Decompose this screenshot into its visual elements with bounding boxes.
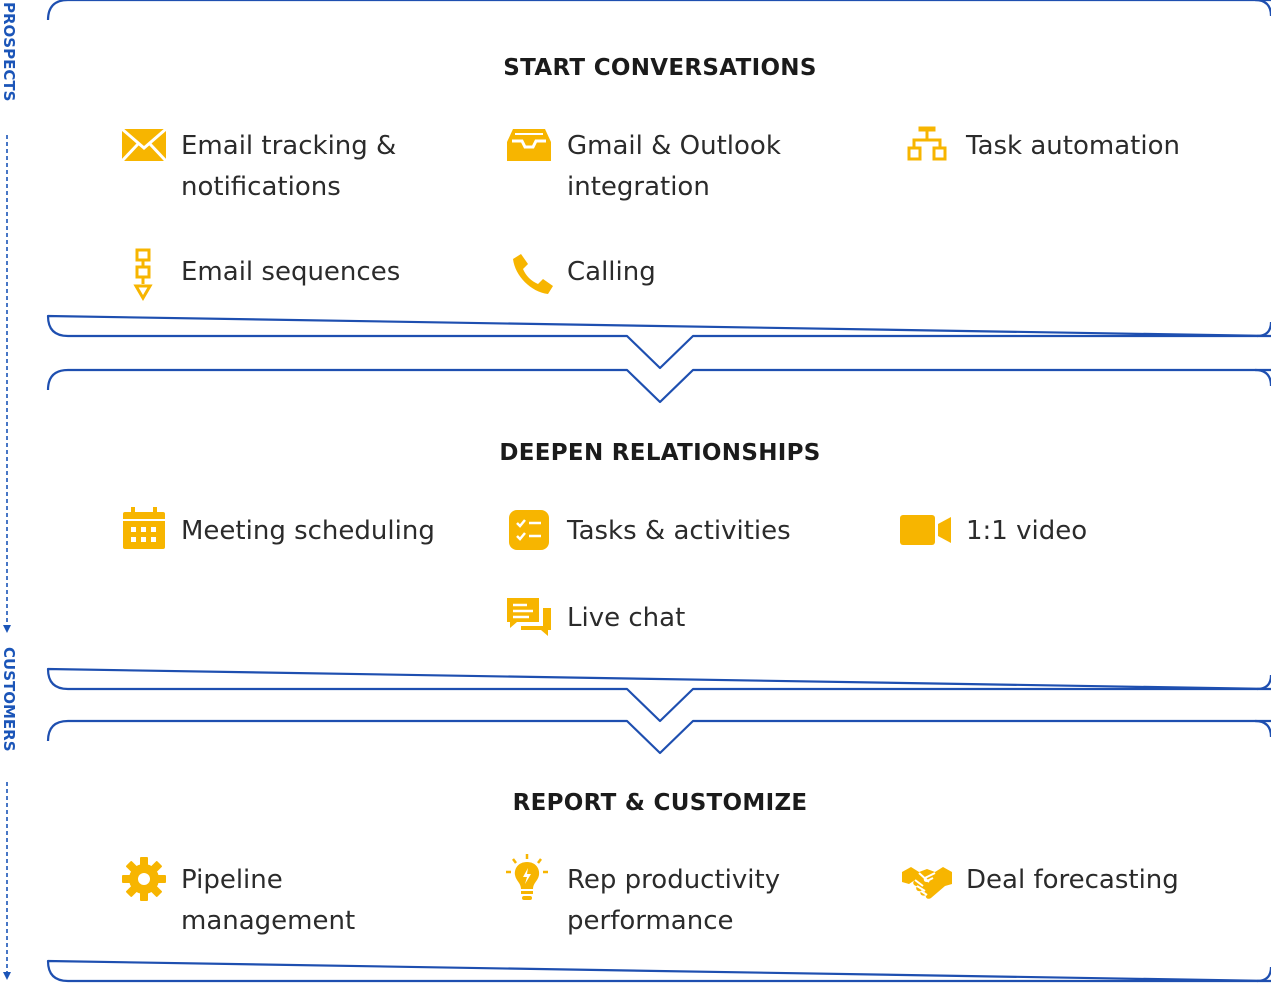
panel-start-conversations-outline bbox=[46, 0, 1271, 370]
item-gmail-outlook-integration: Gmail & Outlook integration bbox=[567, 131, 781, 202]
calendar-icon bbox=[123, 507, 165, 549]
axis-start-label: PROSPECTS bbox=[0, 2, 18, 102]
item-calling: Calling bbox=[567, 257, 656, 287]
item-email-sequences: Email sequences bbox=[181, 257, 401, 287]
section-title-deepen-relationships: DEEPEN RELATIONSHIPS bbox=[499, 440, 821, 466]
item-meeting-scheduling: Meeting scheduling bbox=[181, 516, 435, 546]
sequence-icon bbox=[133, 248, 153, 301]
section-title-report-customize: REPORT & CUSTOMIZE bbox=[512, 790, 808, 816]
axis-end-label: CUSTOMERS bbox=[0, 647, 18, 752]
section-title-start-conversations: START CONVERSATIONS bbox=[503, 55, 817, 81]
video-camera-icon bbox=[900, 515, 951, 545]
item-task-automation: Task automation bbox=[966, 131, 1180, 161]
checklist-icon bbox=[509, 510, 549, 550]
panel-deepen-relationships-outline bbox=[46, 368, 1271, 723]
handshake-icon bbox=[902, 867, 952, 899]
prospects-to-customers-axis bbox=[3, 135, 11, 980]
envelope-icon bbox=[121, 128, 167, 162]
item-pipeline-management: Pipeline management bbox=[181, 865, 356, 936]
hierarchy-icon bbox=[907, 126, 947, 161]
panel-report-customize-outline bbox=[46, 719, 1271, 983]
item-deal-forecasting: Deal forecasting bbox=[966, 865, 1179, 895]
item-tasks-activities: Tasks & activities bbox=[567, 516, 791, 546]
inbox-tray-icon bbox=[507, 129, 551, 161]
lightbulb-icon bbox=[506, 854, 548, 900]
item-video: 1:1 video bbox=[966, 516, 1088, 546]
item-live-chat: Live chat bbox=[567, 603, 686, 633]
gear-icon bbox=[122, 857, 166, 901]
item-email-tracking: Email tracking & notifications bbox=[181, 131, 397, 202]
item-rep-productivity: Rep productivity performance bbox=[567, 865, 781, 936]
chat-bubbles-icon bbox=[507, 598, 551, 636]
phone-icon bbox=[513, 254, 553, 294]
